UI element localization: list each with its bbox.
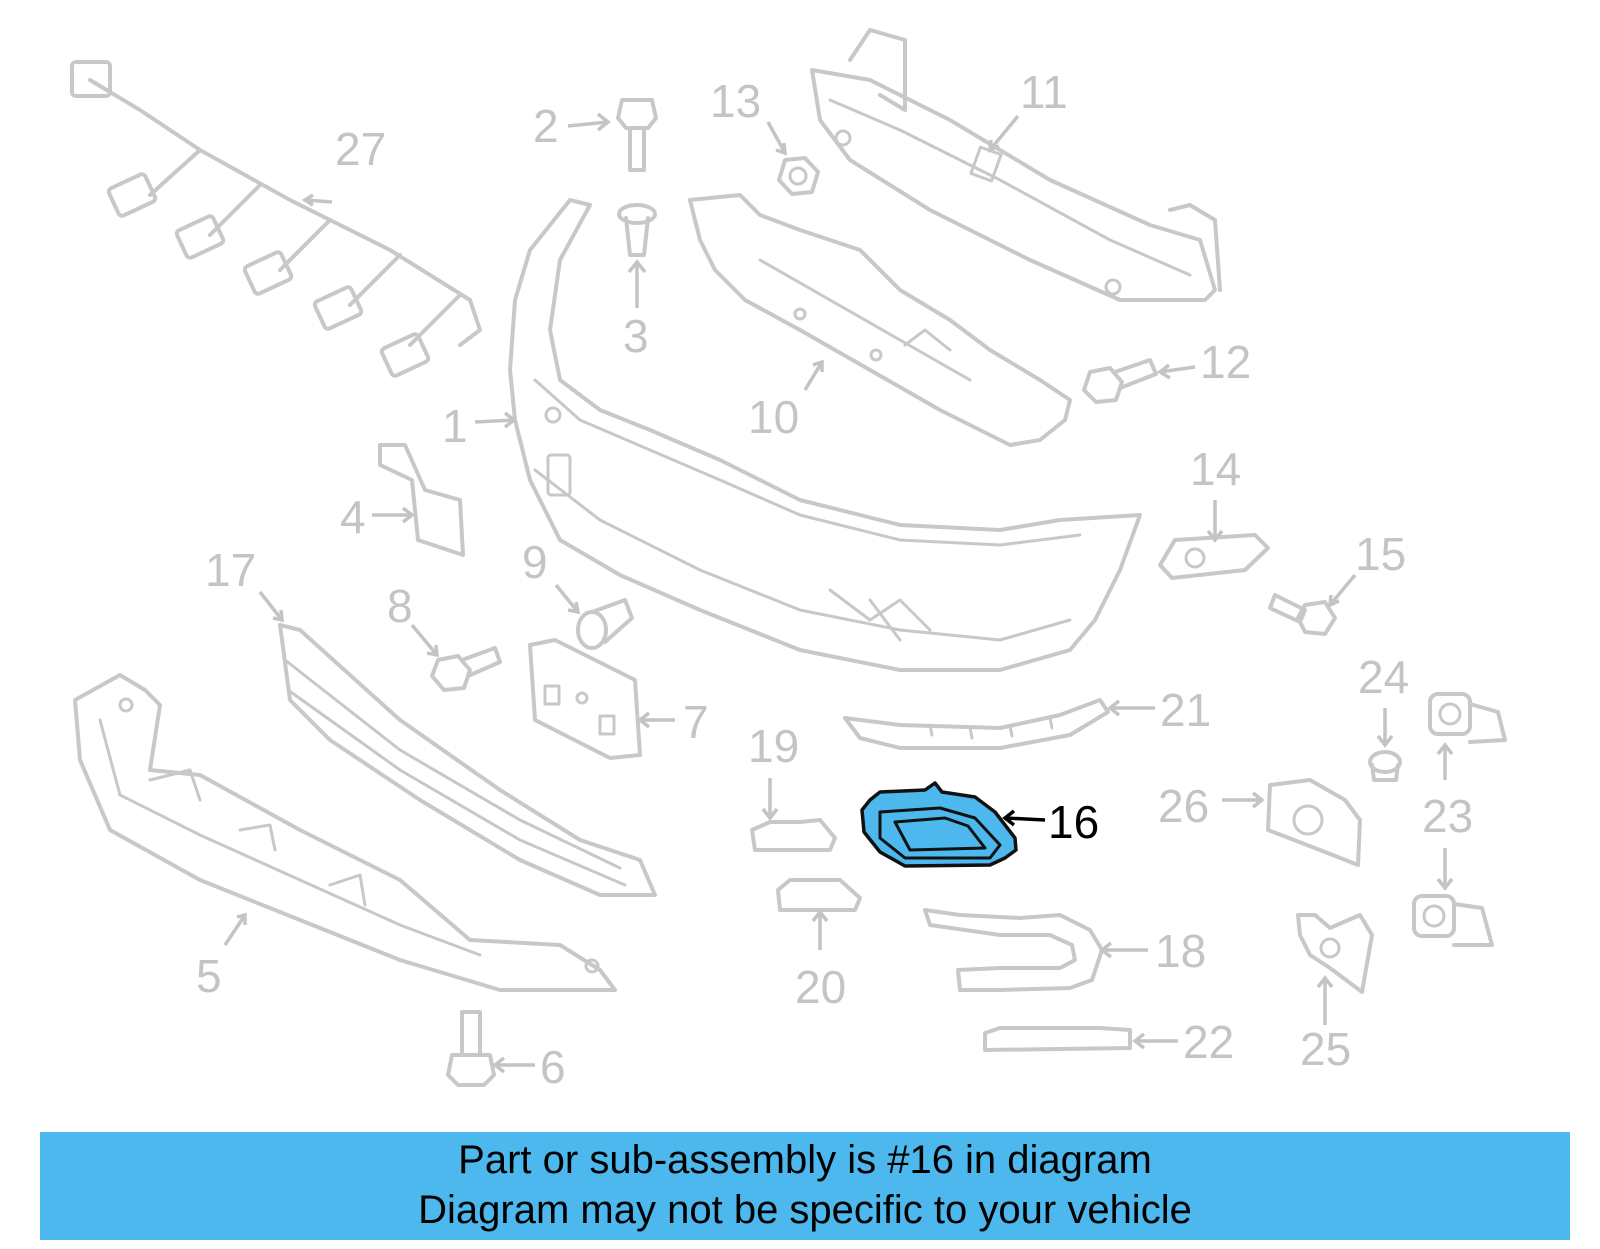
callout-24: 24 <box>1358 651 1409 703</box>
part-25-sensor-bracket <box>1296 913 1374 994</box>
callout-19: 19 <box>748 720 799 772</box>
part-11-reinforcement-beam <box>810 28 1222 302</box>
part-10-absorber <box>688 193 1072 447</box>
callout-2: 2 <box>533 100 559 152</box>
part-20-clip <box>776 878 862 912</box>
callout-labels: 2 3 13 11 27 12 10 1 4 14 15 9 17 8 7 21… <box>196 66 1473 1093</box>
callout-8: 8 <box>387 580 413 632</box>
part-4-bracket <box>378 443 465 557</box>
part-3-clip <box>617 203 657 257</box>
callout-23: 23 <box>1422 790 1473 842</box>
part-26-sensor-bracket <box>1266 778 1362 867</box>
part-13-nut <box>777 156 820 196</box>
callout-6: 6 <box>540 1041 566 1093</box>
part-14-cover <box>1158 533 1270 580</box>
part-5-lower-support <box>73 673 617 992</box>
callout-22: 22 <box>1183 1016 1234 1068</box>
banner-line-2: Diagram may not be specific to your vehi… <box>418 1188 1192 1232</box>
callout-9: 9 <box>522 536 548 588</box>
callout-13: 13 <box>710 75 761 127</box>
part-8-bolt <box>430 646 502 692</box>
callout-4: 4 <box>340 491 366 543</box>
callout-18: 18 <box>1155 925 1206 977</box>
part-16-highlighted[interactable] <box>860 781 1018 868</box>
part-15-bolt <box>1268 593 1337 636</box>
callout-17: 17 <box>205 544 256 596</box>
part-9-clip <box>576 598 634 650</box>
part-6-bolt <box>446 1010 496 1087</box>
callout-21: 21 <box>1160 684 1211 736</box>
part-12-bolt <box>1082 358 1158 404</box>
callout-27: 27 <box>335 123 386 175</box>
part-19-clip <box>750 818 837 852</box>
callout-5: 5 <box>196 950 222 1002</box>
callout-16[interactable]: 16 <box>1048 796 1099 848</box>
callout-11: 11 <box>1020 66 1068 118</box>
part-7-license-bracket <box>528 638 642 760</box>
callout-12: 12 <box>1200 336 1251 388</box>
part-24-grommet <box>1368 750 1402 782</box>
banner-line-1: Part or sub-assembly is #16 in diagram <box>458 1138 1152 1182</box>
part-2-bolt <box>616 98 658 172</box>
callout-1: 1 <box>442 400 468 452</box>
leader-lines <box>223 112 1454 1074</box>
part-18-trim <box>923 908 1104 992</box>
callout-10: 10 <box>748 391 799 443</box>
callout-25: 25 <box>1300 1023 1351 1075</box>
callout-3: 3 <box>623 310 649 362</box>
callout-20: 20 <box>795 961 846 1013</box>
part-23-parking-sensor-lower <box>1412 894 1494 947</box>
callout-7: 7 <box>683 696 709 748</box>
part-17-grille <box>278 623 657 897</box>
part-27-wiring-harness <box>70 60 482 378</box>
part-22-strip <box>983 1026 1132 1052</box>
callout-15: 15 <box>1355 528 1406 580</box>
part-23-parking-sensor-upper <box>1428 692 1507 744</box>
part-21-strip <box>843 698 1110 750</box>
callout-26: 26 <box>1158 780 1209 832</box>
part-1-bumper-cover <box>508 198 1142 672</box>
info-banner: Part or sub-assembly is #16 in diagram D… <box>40 1132 1570 1240</box>
callout-14: 14 <box>1190 443 1241 495</box>
